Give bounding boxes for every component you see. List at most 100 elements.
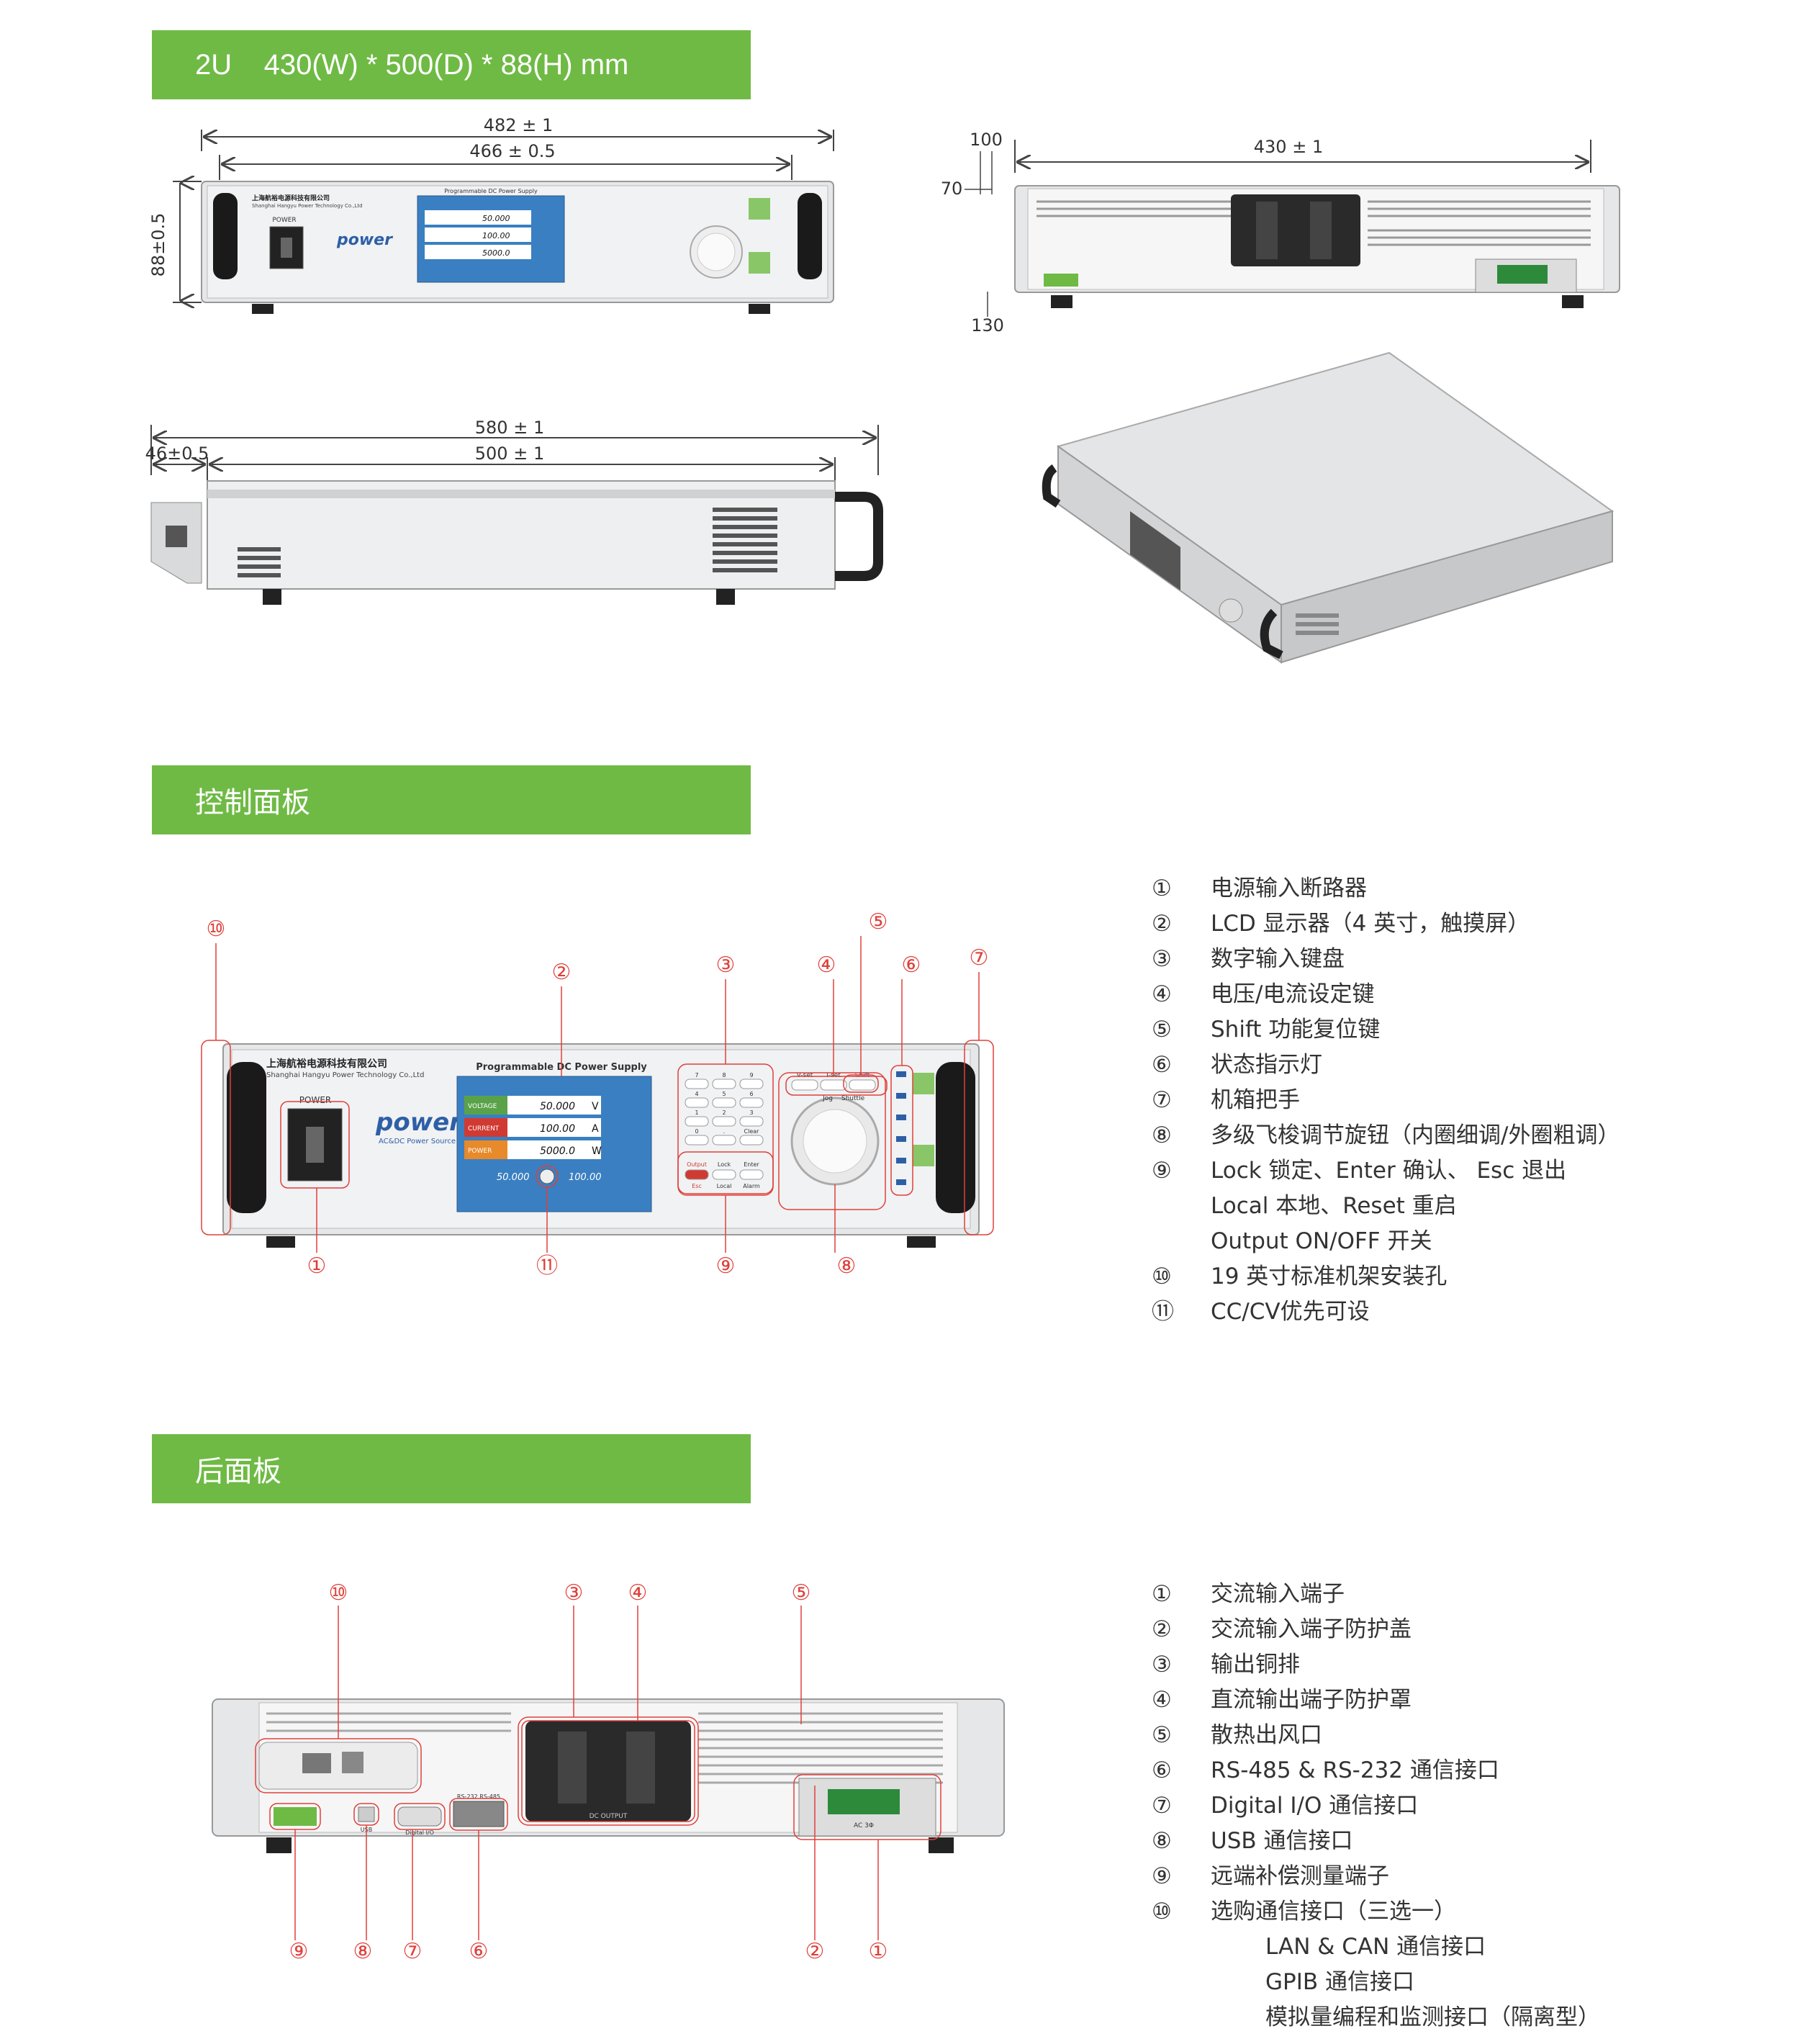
front-current-value: 100.00 xyxy=(482,231,510,240)
rear-callout-10: ⑩ xyxy=(329,1580,348,1606)
callout-9: ⑨ xyxy=(716,1253,736,1279)
keypad-key[interactable] xyxy=(712,1135,736,1145)
function-key[interactable] xyxy=(739,1169,764,1180)
keypad-key-label: 9 xyxy=(749,1072,753,1079)
rear-legend-item: ⑨ 远端补偿测量端子 xyxy=(1152,1859,1600,1894)
rear-callout-6: ⑥ xyxy=(469,1939,489,1964)
rear-legend-item-number: ① xyxy=(1152,1581,1172,1607)
front-legend-item-number: ⑧ xyxy=(1152,1122,1172,1148)
function-key-sublabel: Local xyxy=(717,1183,732,1189)
rear-legend-item-text: 远端补偿测量端子 xyxy=(1211,1863,1389,1889)
front-brand-logo: power xyxy=(336,231,393,249)
dim-rear-side: 70 xyxy=(941,179,963,199)
keypad-key[interactable] xyxy=(739,1116,764,1127)
front-legend-item-number: ⑩ xyxy=(1152,1264,1172,1289)
rear-callout-7: ⑦ xyxy=(403,1939,423,1964)
size-title: 2U 430(W) * 500(D) * 88(H) mm xyxy=(195,48,629,81)
front-voltage-value: 50.000 xyxy=(482,214,510,223)
rear-legend-item-number: ③ xyxy=(1152,1652,1172,1678)
front-legend-item-text: 机箱把手 xyxy=(1211,1087,1300,1113)
front-legend-item-number: ④ xyxy=(1152,981,1172,1007)
rear-callout-8: ⑧ xyxy=(353,1939,373,1964)
function-key[interactable] xyxy=(685,1169,709,1180)
callout-4: ④ xyxy=(817,953,836,978)
keypad-key-label: 7 xyxy=(695,1072,698,1079)
iset-button[interactable] xyxy=(820,1079,847,1091)
keypad-key[interactable] xyxy=(739,1135,764,1145)
cc-cv-priority-icon[interactable] xyxy=(539,1169,555,1184)
keypad-key-label: 4 xyxy=(695,1091,698,1097)
shift-button[interactable] xyxy=(849,1079,876,1091)
dim-front-height: 88±0.5 xyxy=(148,213,168,277)
rear-legend-item-text: USB 通信接口 xyxy=(1211,1828,1353,1854)
size-banner: 2U 430(W) * 500(D) * 88(H) mm xyxy=(152,30,751,99)
keypad-key[interactable] xyxy=(685,1135,709,1145)
front-legend-item-text: Output ON/OFF 开关 xyxy=(1211,1228,1432,1254)
callout-2: ② xyxy=(552,960,572,985)
rear-ac-label: AC 3Φ xyxy=(854,1822,874,1829)
rear-legend-item-number: ② xyxy=(1152,1616,1172,1642)
callout-1: ① xyxy=(307,1253,327,1279)
function-key-label: Output xyxy=(687,1161,707,1168)
keypad-key[interactable] xyxy=(712,1116,736,1127)
keypad-key[interactable] xyxy=(685,1079,709,1089)
rear-callout-3: ③ xyxy=(564,1580,584,1606)
rear-legend-subitem: 模拟量编程和监测接口（隔离型） xyxy=(1265,2004,1600,2030)
dim-side-depth: 500 ± 1 xyxy=(475,444,544,464)
panel-readback-a: 100.00 xyxy=(569,1172,602,1183)
panel-voltage-value: 50.000 xyxy=(540,1101,575,1112)
rear-legend-item-number: ⑨ xyxy=(1152,1863,1172,1889)
front-legend-item-number: ⑦ xyxy=(1152,1087,1172,1113)
dim-rear-width: 430 ± 1 xyxy=(1254,137,1323,157)
front-panel-banner: 控制面板 xyxy=(152,765,751,834)
front-dimension-drawing: 482 ± 1 466 ± 0.5 88±0.5 POWER 上海航裕电源科技有… xyxy=(148,115,834,314)
front-legend-item-number: ⑨ xyxy=(1152,1158,1172,1184)
front-legend-item-text: Local 本地、Reset 重启 xyxy=(1211,1193,1457,1219)
callout-5: ⑤ xyxy=(869,909,888,935)
rear-legend-item-number: ④ xyxy=(1152,1687,1172,1713)
keypad-key[interactable] xyxy=(712,1079,736,1089)
keypad-key[interactable] xyxy=(685,1116,709,1127)
front-legend-item: ⑩ 19 英寸标准机架安装孔 xyxy=(1152,1259,1620,1295)
function-key[interactable] xyxy=(712,1169,736,1180)
panel-current-value: 100.00 xyxy=(540,1123,575,1135)
panel-voltage-name: VOLTAGE xyxy=(468,1103,497,1110)
dim-side-total: 580 ± 1 xyxy=(475,418,544,438)
callout-10: ⑩ xyxy=(207,917,226,942)
keypad-key[interactable] xyxy=(685,1097,709,1108)
front-legend-item-text: Shift 功能复位键 xyxy=(1211,1017,1381,1043)
panel-voltage-unit: V xyxy=(592,1101,599,1112)
rear-legend-item-number: ⑤ xyxy=(1152,1722,1172,1748)
front-legend-item-text: 电源输入断路器 xyxy=(1211,875,1367,901)
front-company-en: Shanghai Hangyu Power Technology Co.,Ltd xyxy=(252,203,363,209)
keypad-key-label: . xyxy=(723,1128,726,1135)
status-leds xyxy=(896,1071,906,1185)
rear-legend-item-text: 直流输出端子防护罩 xyxy=(1211,1687,1412,1713)
front-legend-item-number xyxy=(1152,1224,1211,1259)
front-legend-item-number: ③ xyxy=(1152,946,1172,972)
keypad-key[interactable] xyxy=(712,1097,736,1108)
keypad-key[interactable] xyxy=(739,1097,764,1108)
front-legend-item-text: LCD 显示器（4 英寸，触摸屏） xyxy=(1211,911,1530,937)
vset-button[interactable] xyxy=(791,1079,818,1091)
rear-callout-4: ④ xyxy=(628,1580,648,1606)
front-legend-item-text: 19 英寸标准机架安装孔 xyxy=(1211,1264,1448,1289)
shuttle-label: Shuttle xyxy=(841,1095,865,1102)
keypad-key[interactable] xyxy=(739,1079,764,1089)
dim-front-outer: 482 ± 1 xyxy=(484,115,553,135)
panel-brand-sub: AC&DC Power Source xyxy=(379,1138,456,1145)
isometric-view xyxy=(1042,351,1614,664)
